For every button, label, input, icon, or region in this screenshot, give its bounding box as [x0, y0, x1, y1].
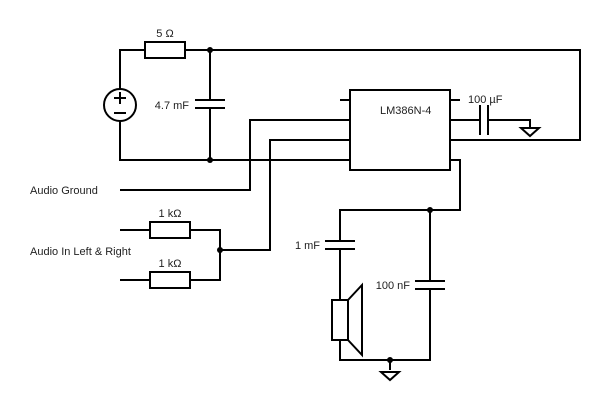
- junction-dot: [207, 157, 213, 163]
- wire-r-to-rail: [185, 49, 581, 141]
- labels: 5 Ω 4.7 mF LM386N-4 100 µF Audio Ground …: [30, 28, 503, 292]
- wire-speaker-return: [339, 340, 390, 361]
- speaker-icon: [331, 282, 363, 358]
- label-ic: LM386N-4: [380, 105, 431, 117]
- capacitor-100uf: [479, 105, 489, 135]
- wires: [119, 49, 581, 370]
- label-capacitor-100uf: 100 µF: [468, 94, 503, 106]
- junction-dot: [387, 357, 393, 363]
- wire-signal-input: [220, 139, 350, 251]
- label-audio-ground: Audio Ground: [30, 185, 98, 197]
- label-capacitor-4-7mf: 4.7 mF: [155, 100, 190, 112]
- resistor-1k-left: [149, 221, 191, 239]
- label-capacitor-100nf: 100 nF: [376, 280, 411, 292]
- junctions: [207, 47, 433, 363]
- lm386-chip: [349, 89, 451, 171]
- label-resistor-1k-left: 1 kΩ: [159, 208, 182, 220]
- wire-output: [339, 159, 461, 300]
- resistor-5-ohm: [144, 41, 186, 59]
- wire-bypass: [450, 119, 531, 128]
- resistor-1k-right: [149, 271, 191, 289]
- wire-supply-bottom: [119, 118, 350, 161]
- label-resistor-1k-right: 1 kΩ: [159, 258, 182, 270]
- junction-dot: [217, 247, 223, 253]
- capacitor-100nf: [415, 280, 445, 290]
- wire-supply-top: [119, 49, 145, 92]
- voltage-source: [103, 88, 137, 122]
- label-resistor-5-ohm: 5 Ω: [156, 28, 173, 40]
- label-audio-in: Audio In Left & Right: [30, 246, 131, 258]
- capacitor-1mf: [325, 240, 355, 250]
- wire-input-left: [120, 229, 221, 281]
- label-capacitor-1mf: 1 mF: [295, 240, 320, 252]
- ground-symbol: [518, 127, 542, 138]
- junction-dot: [207, 47, 213, 53]
- junction-dot: [427, 207, 433, 213]
- wire-filter: [389, 210, 431, 370]
- wire-ground-input: [120, 119, 350, 191]
- capacitor-4-7mf: [195, 99, 225, 109]
- ground-symbol: [378, 371, 402, 382]
